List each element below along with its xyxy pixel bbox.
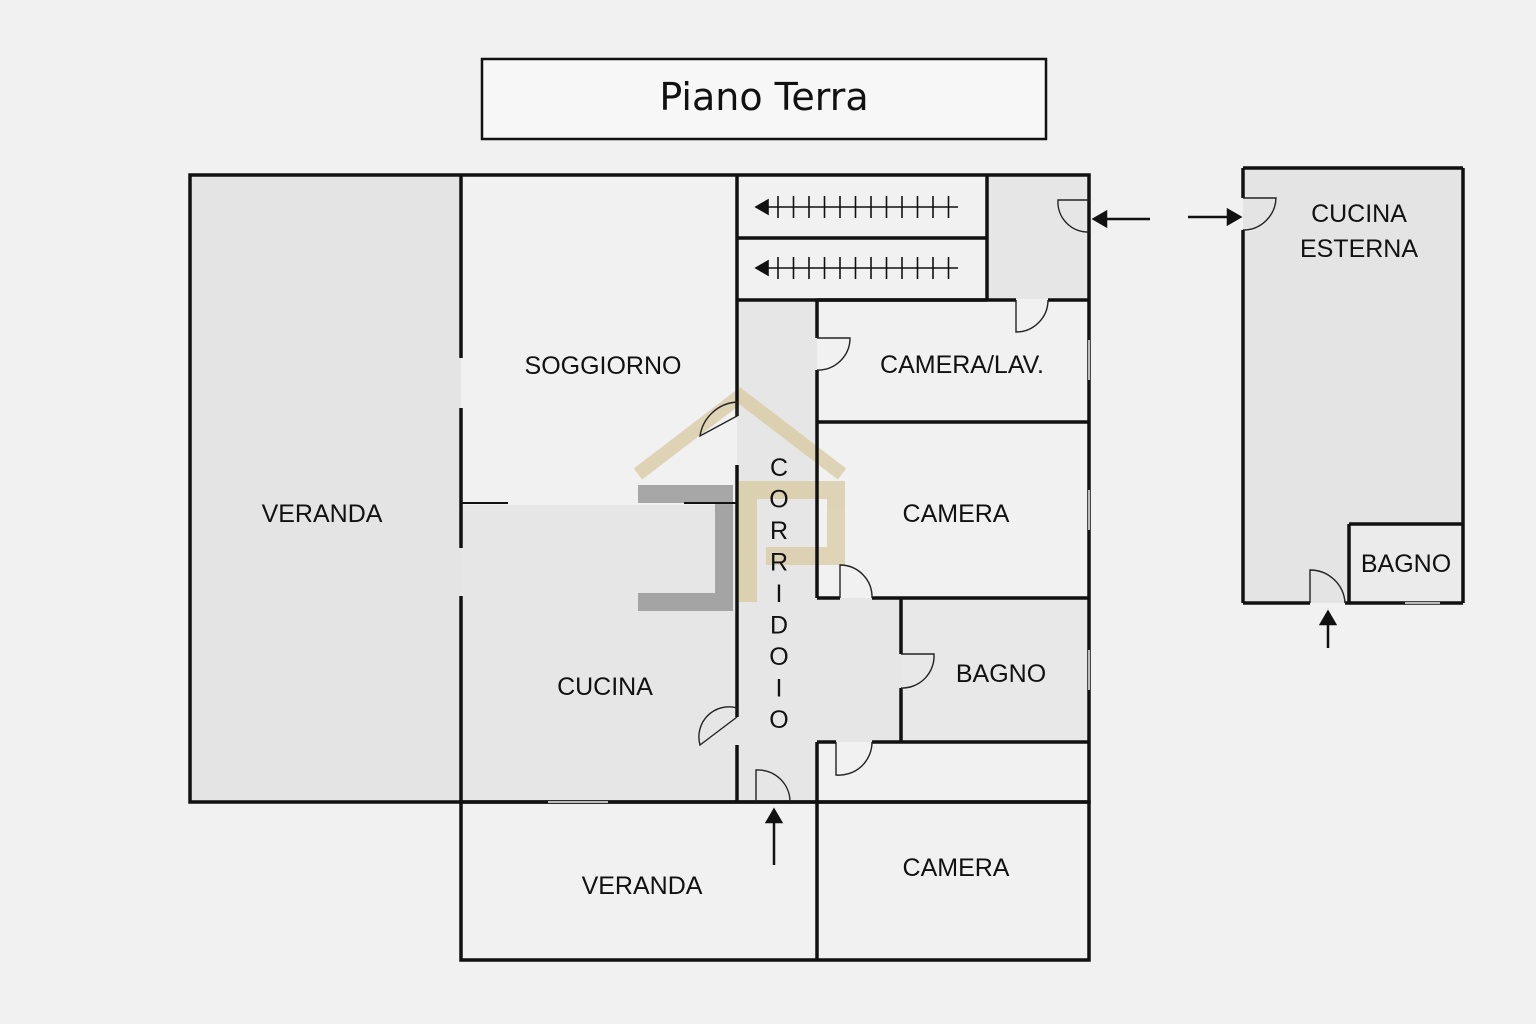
corridoio-letter: I	[776, 675, 783, 703]
label-camera-mid: CAMERA	[903, 500, 1010, 528]
corridoio-letter: C	[770, 454, 788, 482]
corridoio-letter: R	[770, 517, 788, 545]
doors	[698, 199, 1090, 803]
label-veranda-west: VERANDA	[262, 500, 383, 528]
external-kitchen-walls	[1241, 166, 1465, 605]
main-walls	[188, 173, 1091, 962]
room-fills	[190, 168, 1463, 802]
label-bagno-esterno: BAGNO	[1361, 550, 1451, 578]
label-veranda-south: VERANDA	[582, 872, 703, 900]
corridoio-letter: O	[769, 643, 788, 671]
label-cucina-esterna-2: ESTERNA	[1300, 235, 1418, 263]
title-box: Piano Terra	[480, 57, 1048, 141]
corridoio-letter: D	[770, 612, 788, 640]
label-cucina: CUCINA	[557, 673, 653, 701]
label-camera-south: CAMERA	[903, 854, 1010, 882]
corridoio-letter: R	[770, 549, 788, 577]
label-bagno: BAGNO	[956, 660, 1046, 688]
corridoio-letter: I	[776, 580, 783, 608]
corridoio-letter: O	[769, 706, 788, 734]
corridoio-letter: O	[769, 486, 788, 514]
plan-title: Piano Terra	[659, 75, 868, 119]
arrow-icon	[764, 207, 1338, 865]
logo-watermark	[633, 387, 847, 611]
label-camera-lav: CAMERA/LAV.	[880, 351, 1044, 379]
label-soggiorno: SOGGIORNO	[525, 352, 682, 380]
stairs-icon	[754, 196, 958, 279]
label-cucina-esterna-1: CUCINA	[1311, 200, 1407, 228]
